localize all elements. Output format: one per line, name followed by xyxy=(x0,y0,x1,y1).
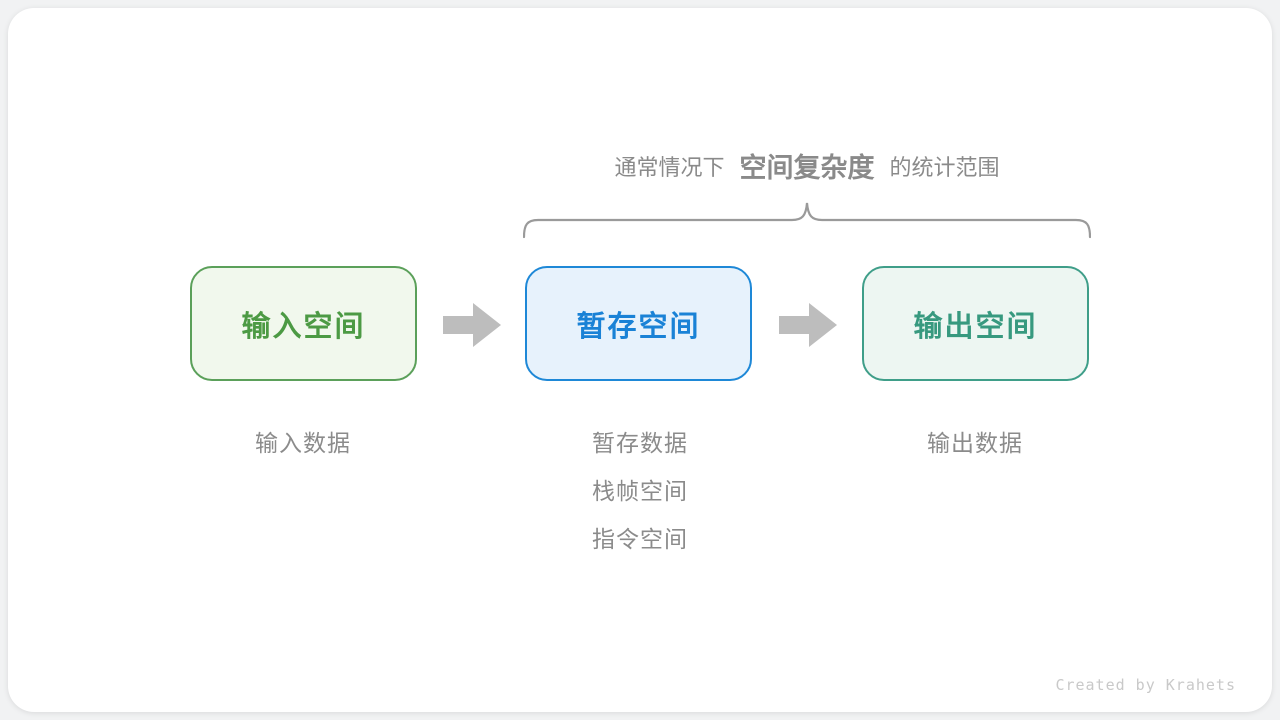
note-input-data: 输入数据 xyxy=(255,430,351,456)
note-instruction-space: 指令空间 xyxy=(592,526,688,552)
note-temporary-data: 暂存数据 xyxy=(592,430,688,456)
arrow-right-shape xyxy=(443,303,501,347)
arrow-right-icon xyxy=(443,303,501,347)
credit-text: Created by Krahets xyxy=(1055,676,1236,694)
note-stack-frame-space: 栈帧空间 xyxy=(592,478,688,504)
scope-title-prefix: 通常情况下 xyxy=(614,154,725,180)
box-output-space-label: 输出空间 xyxy=(913,310,1038,343)
scope-title-suffix: 的统计范围 xyxy=(889,154,1000,180)
scope-title-emphasis: 空间复杂度 xyxy=(739,153,875,183)
box-input-space-label: 输入空间 xyxy=(241,310,366,343)
arrow-right-shape xyxy=(779,303,837,347)
arrow-right-icon xyxy=(779,303,837,347)
box-output-space: 输出空间 xyxy=(862,266,1089,381)
scope-title: 通常情况下 空间复杂度 的统计范围 xyxy=(614,146,999,185)
curly-brace-icon xyxy=(523,202,1091,239)
note-output-data: 输出数据 xyxy=(927,430,1023,456)
box-input-space: 输入空间 xyxy=(190,266,417,381)
box-temporary-space-label: 暂存空间 xyxy=(576,310,701,343)
curly-brace-path xyxy=(523,202,1091,239)
box-temporary-space: 暂存空间 xyxy=(525,266,752,381)
